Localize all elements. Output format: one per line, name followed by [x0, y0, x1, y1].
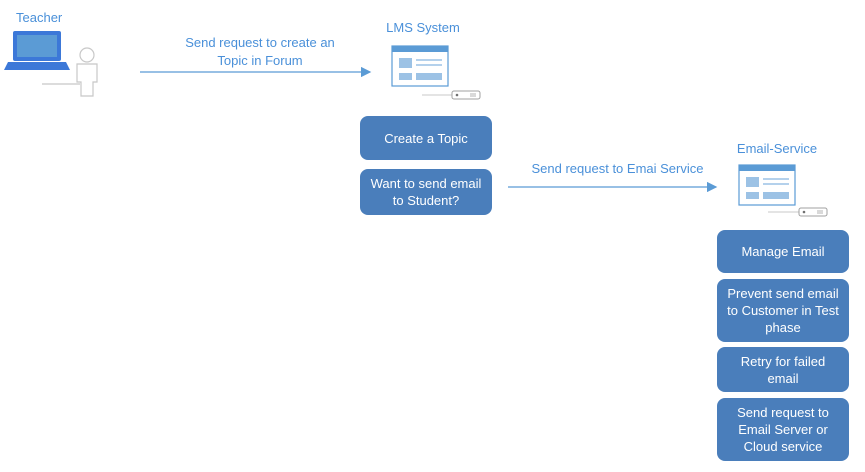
manage-email-box: Manage Email [717, 230, 849, 273]
retry-failed-email-box: Retry for failed email [717, 347, 849, 392]
email-service-title: Email-Service [736, 141, 818, 156]
arrow-label-create-topic: Send request to create an Topic in Forum [185, 35, 335, 68]
send-to-email-server-box: Send request to Email Server or Cloud se… [717, 398, 849, 461]
arrow-label-email-service: Send request to Emai Service [531, 161, 704, 176]
create-topic-box: Create a Topic [360, 116, 492, 160]
lms-server-icon [391, 45, 481, 100]
teacher-icon [4, 31, 98, 97]
teacher-label: Teacher [16, 10, 63, 25]
email-server-icon [738, 164, 828, 217]
send-email-question-box: Want to send email to Student? [360, 169, 492, 215]
prevent-send-email-box: Prevent send email to Customer in Test p… [717, 279, 849, 342]
lms-title: LMS System [386, 20, 460, 35]
